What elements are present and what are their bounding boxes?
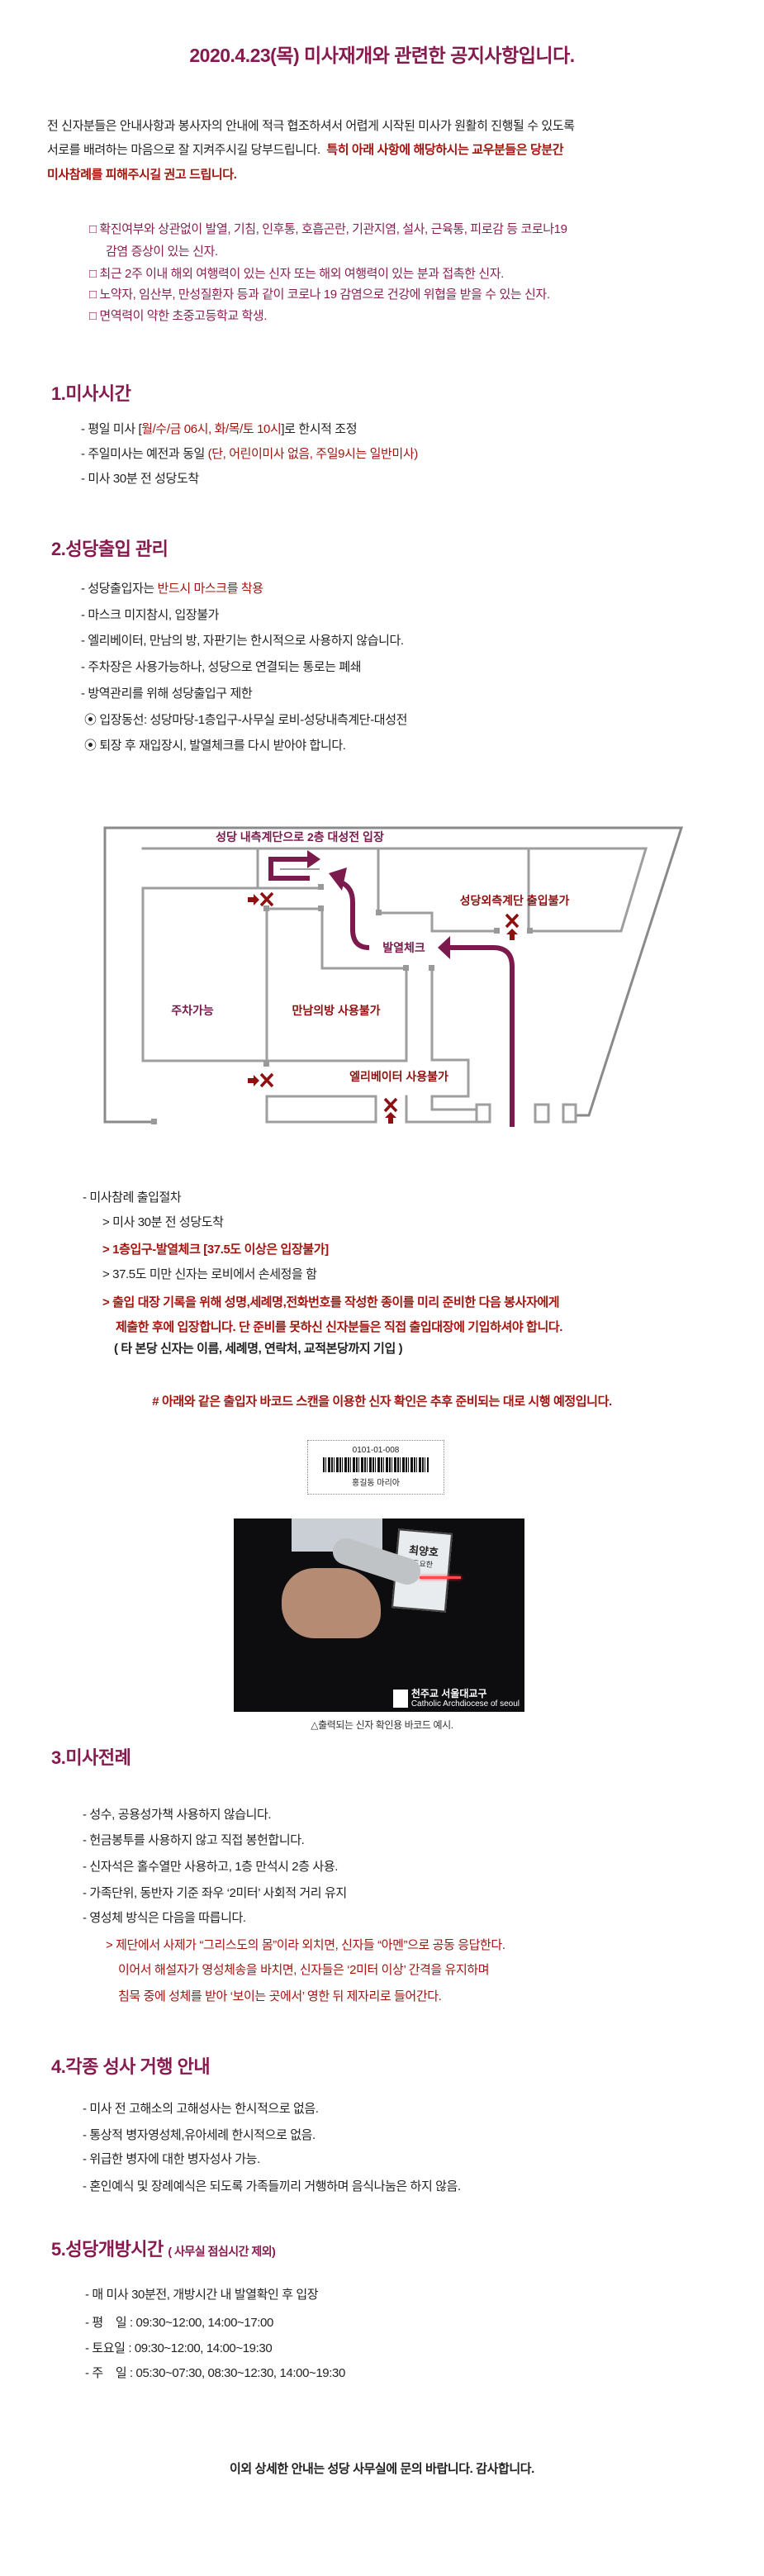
entry-item: - 성당출입자는 반드시 마스크를 착용 [81,580,263,598]
logo-text-kr: 천주교 서울대교구 [410,1688,487,1699]
barcode-bars [323,1457,429,1472]
restriction-item: □ 면역력이 약한 초중고등학교 학생. [89,309,268,323]
footer-note: 이외 상세한 안내는 성당 사무실에 문의 바랍니다. 감사합니다. [230,2462,534,2476]
opening-hours-item: - 매 미사 30분전, 개방시간 내 발열확인 후 입장 [85,2288,319,2302]
restriction-item: □ 확진여부와 상관없이 발열, 기침, 인후통, 호흡곤란, 기관지염, 설사… [89,222,567,236]
map-label-elevator: 엘리베이터 사용불가 [349,1070,448,1083]
entry-item: - 엘리베이터, 만남의 방, 자판기는 한시적으로 사용하지 않습니다. [81,634,404,648]
liturgy-item: - 헌금봉투를 사용하지 않고 직접 봉헌합니다. [83,1833,305,1847]
sunday-note: (단, 어린이미사 없음, 주일9시는 일반미사) [207,447,419,461]
procedure-step: > 37.5도 미만 신자는 로비에서 손세정을 함 [102,1267,317,1281]
entry-route-arrow [448,945,515,1127]
text: ]로 한시적 조정 [281,422,358,436]
sacrament-item: - 위급한 병자에 대한 병자성사 가능. [83,2152,260,2166]
map-label-stairs: 성당 내측계단으로 2층 대성전 입장 [216,830,384,844]
blocked-x-icon [259,891,274,907]
communion-step: > 제단에서 사제가 “그리스도의 몸”이라 외치면, 신자들 “아멘”으로 공… [106,1938,505,1952]
map-label-outer-stairs: 성당외측계단 출입불가 [460,894,570,907]
mask-required: 반드시 마스크를 착용 [157,582,264,596]
procedure-step-cont: 제출한 후에 입장합니다. 단 준비를 못하신 신자분들은 직접 출입대장에 기… [116,1320,563,1334]
outer-wall [103,826,684,1124]
liturgy-item: - 영성체 방식은 다음을 따릅니다. [83,1911,246,1925]
arrowhead-icon [438,936,450,959]
blocked-x-icon [383,1097,398,1113]
opening-hours-sunday: - 주 일 : 05:30~07:30, 08:30~12:30, 14:00~… [85,2366,345,2380]
barcode-notice: # 아래와 같은 출입자 바코드 스캔을 이용한 신자 확인은 추후 준비되는 … [152,1395,612,1409]
barcode-example: 0101-01-008 홍길동 마리아 [307,1440,444,1495]
procedure-step: > 1층입구-발열체크 [37.5도 이상은 입장불가] [102,1243,329,1257]
entry-item: - 주차장은 사용가능하나, 성당으로 연결되는 통로는 폐쇄 [81,660,362,674]
intro-line-1: 전 신자분들은 안내사항과 봉사자의 안내에 적극 협조하셔서 어렵게 시작된 … [47,119,575,133]
entry-item: - 방역관리를 위해 성당출입구 제한 [81,687,253,701]
section-title-entry: 2.성당출입 관리 [51,539,168,559]
text: - 평일 미사 [ [81,422,142,436]
text: - 성당출입자는 [81,582,158,596]
section-title-sacraments: 4.각종 성사 거행 안내 [51,2056,211,2077]
floor-plan-diagram: 성당 내측계단으로 2층 대성전 입장 성당외측계단 출입불가 발열체크 주차가… [103,826,684,1127]
stairs-arrow [268,857,310,881]
hand [282,1568,381,1638]
logo-text-en: Catholic Archdiocese of seoul [410,1699,520,1709]
cathedral-icon [392,1690,408,1708]
page-title: 2020.4.23(목) 미사재개와 관련한 공지사항입니다. [189,45,575,66]
restriction-item: □ 최근 2주 이내 해외 여행력이 있는 신자 또는 해외 여행력이 있는 분… [89,267,504,281]
section-subtitle: ( 사무실 점심시간 제외) [168,2245,276,2258]
communion-step-cont: 침묵 중에 성체를 받아 ‘보이는 곳에서’ 영한 뒤 제자리로 들어간다. [118,1989,442,2003]
liturgy-item: - 가족단위, 동반자 기준 좌우 ‘2미터’ 사회적 거리 유지 [83,1886,347,1900]
intro-warning: 특히 아래 사항에 해당하시는 교우분들은 당분간 [326,143,564,157]
arrow-right-icon [248,1075,259,1086]
intro-line-2: 서로를 배려하는 마음으로 잘 지켜주시길 당부드립니다. 특히 아래 사항에 … [47,141,564,159]
photo-caption: △출력되는 신자 확인용 바코드 예시. [311,1719,453,1731]
fever-check-arrow [339,880,370,950]
wall-terminals [151,884,533,1124]
procedure-step: > 출입 대장 기록을 위해 성명,세례명,전화번호를 작성한 종이를 미리 준… [102,1295,560,1309]
mass-time-item: - 평일 미사 [월/수/금 06시, 화/목/토 10시]로 한시적 조정 [81,421,357,439]
restriction-item: □ 노약자, 임산부, 만성질환자 등과 같이 코로나 19 감염으로 건강에 … [89,288,550,302]
liturgy-item: - 성수, 공용성가책 사용하지 않습니다. [83,1808,272,1822]
procedure-step: > 미사 30분 전 성당도착 [102,1215,224,1229]
barcode-name: 홍길동 마리아 [352,1479,400,1488]
intro-warning-cont: 미사참례를 피해주시길 권고 드립니다. [47,168,237,182]
map-label-fever-check: 발열체크 [382,941,425,954]
blocked-x-icon [505,913,520,929]
arrowhead-icon [307,850,320,868]
arrow-up-icon [385,1112,396,1124]
map-label-parking: 주차가능 [171,1004,214,1017]
section-title-text: 5.성당개방시간 [51,2239,164,2260]
reentry-note: ⦿ 퇴장 후 재입장시, 발열체크를 다시 받아야 합니다. [84,739,346,753]
sacrament-item: - 미사 전 고해소의 고해성사는 한시적으로 없음. [83,2102,319,2116]
text: - 주일미사는 예전과 동일 [81,447,208,461]
section-title-mass-times: 1.미사시간 [51,383,131,404]
weekday-schedule: 월/수/금 06시, 화/목/토 10시 [141,422,282,436]
route-arrows [268,857,515,1127]
section-title-liturgy: 3.미사전례 [51,1747,131,1768]
arrowhead-icon [329,867,347,891]
scanner-laser [420,1576,461,1579]
entry-route: ⦿ 입장동선: 성당마당-1층입구-사무실 로비-성당내측계단-대성전 [84,713,407,727]
arrow-up-icon [506,929,518,940]
map-label-meeting-room: 만남의방 사용불가 [292,1004,381,1017]
communion-step-cont: 이어서 해설자가 영성체송을 바치면, 신자들은 ‘2미터 이상’ 간격을 유지… [118,1963,490,1977]
section-title-opening-hours: 5.성당개방시간 ( 사무실 점심시간 제외) [51,2237,276,2264]
procedure-note: ( 타 본당 신자는 이름, 세례명, 연락처, 교적본당까지 기입 ) [114,1342,403,1356]
blocked-x-icon [259,1072,274,1088]
opening-hours-saturday: - 토요일 : 09:30~12:00, 14:00~19:30 [85,2341,273,2355]
sacrament-item: - 혼인예식 및 장례예식은 되도록 가족들끼리 거행하며 음식나눔은 하지 않… [83,2179,461,2193]
sacrament-item: - 통상적 병자영성체,유아세례 한시적으로 없음. [83,2128,316,2142]
mass-time-item: - 주일미사는 예전과 동일 (단, 어린이미사 없음, 주일9시는 일반미사) [81,445,418,463]
restriction-item-cont: 감염 증상이 있는 신자. [106,245,218,259]
liturgy-item: - 신자석은 홀수열만 사용하고, 1층 만석시 2층 사용. [83,1860,338,1874]
inner-walls [141,847,648,1124]
barcode-number: 0101-01-008 [352,1446,400,1455]
arrow-right-icon [248,894,259,905]
blocked-marks [259,891,520,1113]
entry-item: - 마스크 미지참시, 입장불가 [81,608,220,622]
intro-text: 서로를 배려하는 마음으로 잘 지켜주시길 당부드립니다. [47,143,320,157]
opening-hours-weekday: - 평 일 : 09:30~12:00, 14:00~17:00 [85,2316,273,2330]
mass-time-item: - 미사 30분 전 성당도착 [81,472,199,486]
procedure-heading: - 미사참례 출입절차 [83,1191,182,1205]
